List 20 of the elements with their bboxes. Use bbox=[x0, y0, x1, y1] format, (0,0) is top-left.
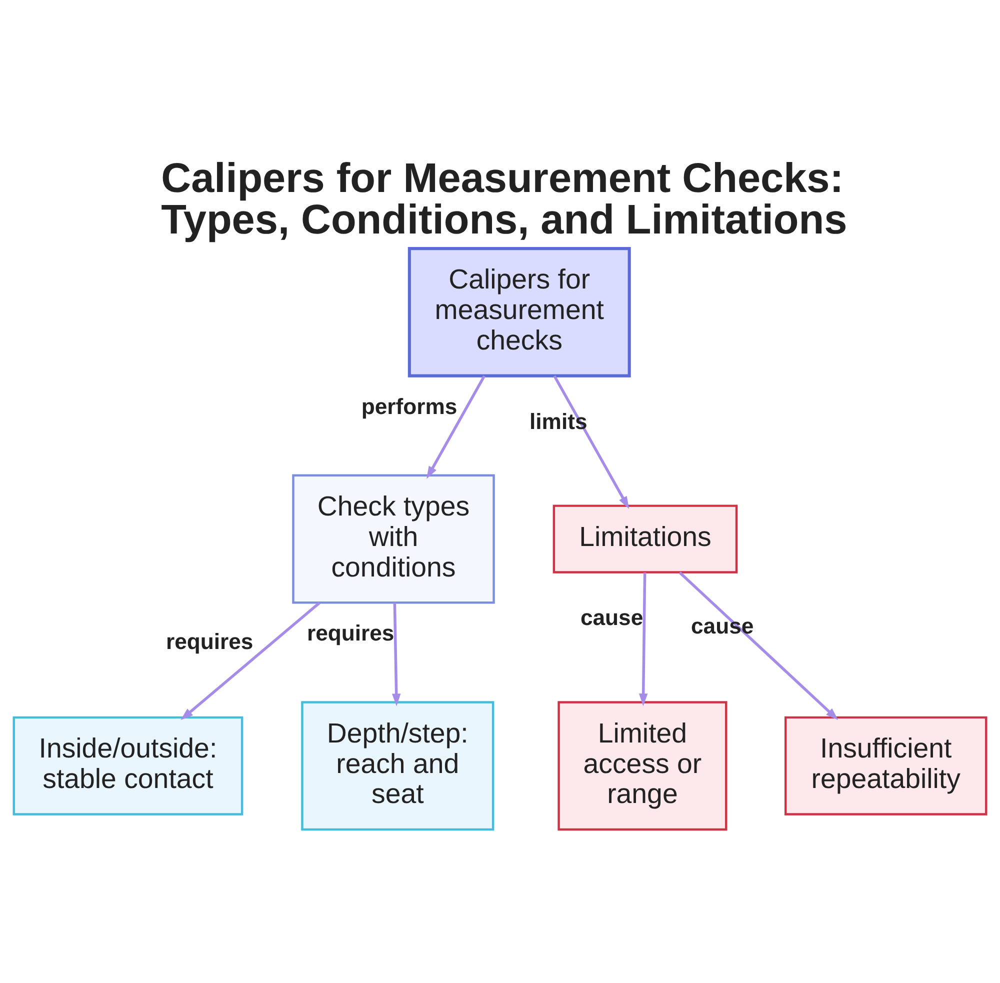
node-box: Calipers for measurement checks bbox=[408, 246, 631, 377]
node-box: Inside/outside: stable contact bbox=[12, 716, 244, 815]
arrow bbox=[180, 601, 320, 720]
node-box: Limited access or range bbox=[558, 700, 728, 830]
edge-label: performs bbox=[361, 393, 458, 418]
diagram-title: Calipers for Measurement Checks: Types, Conditions, and Limitations bbox=[161, 153, 848, 242]
edge-label: cause bbox=[690, 613, 754, 638]
arrow bbox=[678, 571, 838, 720]
node-box: Depth/step: reach and seat bbox=[301, 700, 494, 830]
node-box: Insufficient repeatability bbox=[784, 716, 988, 815]
node-box: Check types with conditions bbox=[292, 474, 495, 604]
edge-label: requires bbox=[166, 628, 254, 654]
arrow bbox=[392, 602, 401, 706]
arrow bbox=[638, 572, 648, 706]
edge-label: limits bbox=[530, 408, 588, 434]
arrow bbox=[426, 374, 486, 478]
edge-label: requires bbox=[306, 620, 394, 645]
edge-label: cause bbox=[580, 604, 644, 630]
node-box: Limitations bbox=[552, 504, 738, 573]
arrow bbox=[553, 374, 630, 508]
